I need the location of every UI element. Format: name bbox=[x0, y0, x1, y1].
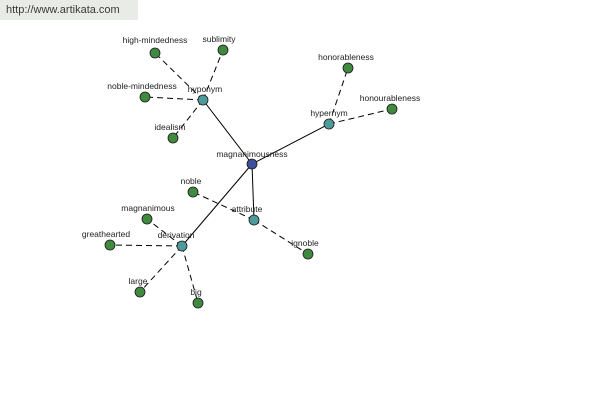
term-node-ignoble[interactable] bbox=[302, 248, 314, 260]
term-label-magnanimous[interactable]: magnanimous bbox=[121, 203, 174, 213]
term-node-big[interactable] bbox=[192, 297, 204, 309]
center-label-magnanimousness[interactable]: magnanimousness bbox=[216, 149, 287, 159]
term-node-honorableness[interactable] bbox=[342, 62, 354, 74]
labels-layer: magnanimousness hyponym high-mindedness sub… bbox=[82, 34, 420, 297]
edge-derivation-to-magnanimous bbox=[146, 218, 183, 247]
term-label-big[interactable]: big bbox=[190, 287, 202, 297]
term-label-idealism[interactable]: idealism bbox=[154, 122, 185, 132]
edge-hyponym-to-high-mindedness bbox=[154, 52, 204, 101]
edge-center-to-derivation bbox=[181, 163, 253, 247]
term-label-ignoble[interactable]: ignoble bbox=[291, 238, 319, 248]
term-node-noble[interactable] bbox=[187, 186, 199, 198]
edge-center-to-hyponym bbox=[202, 99, 253, 165]
term-node-greathearted[interactable] bbox=[104, 239, 116, 251]
relation-node-hypernym[interactable] bbox=[323, 118, 335, 130]
term-label-noble-mindedness[interactable]: noble-mindedness bbox=[107, 81, 176, 91]
edge-hyponym-to-noble-mindedness bbox=[144, 96, 204, 101]
edge-derivation-to-greathearted bbox=[109, 244, 183, 247]
term-label-honourableness[interactable]: honourableness bbox=[360, 93, 421, 103]
relation-node-derivation[interactable] bbox=[176, 240, 188, 252]
term-node-high-mindedness[interactable] bbox=[149, 47, 161, 59]
term-node-magnanimous[interactable] bbox=[141, 213, 153, 225]
term-node-sublimity[interactable] bbox=[217, 44, 229, 56]
edge-derivation-to-large bbox=[139, 245, 183, 293]
term-node-honourableness[interactable] bbox=[386, 103, 398, 115]
nodes-layer bbox=[104, 44, 398, 309]
term-node-large[interactable] bbox=[134, 286, 146, 298]
term-label-high-mindedness[interactable]: high-mindedness bbox=[123, 35, 188, 45]
relation-label-attribute[interactable]: attribute bbox=[232, 204, 263, 214]
edge-center-to-attribute bbox=[251, 163, 255, 221]
relation-label-derivation[interactable]: derivation bbox=[158, 230, 195, 240]
term-node-noble-mindedness[interactable] bbox=[139, 91, 151, 103]
term-node-idealism[interactable] bbox=[167, 132, 179, 144]
center-node-magnanimousness[interactable] bbox=[246, 158, 258, 170]
relation-node-attribute[interactable] bbox=[248, 214, 260, 226]
source-url-watermark[interactable]: http://www.artikata.com bbox=[0, 0, 138, 20]
term-label-large[interactable]: large bbox=[129, 276, 148, 286]
term-label-honorableness[interactable]: honorableness bbox=[318, 52, 374, 62]
edges-layer bbox=[109, 49, 393, 304]
edge-attribute-to-ignoble bbox=[253, 219, 309, 255]
edge-hyponym-to-sublimity bbox=[202, 49, 224, 101]
edge-hyponym-to-idealism bbox=[172, 99, 204, 139]
term-label-noble[interactable]: noble bbox=[181, 176, 202, 186]
edge-hypernym-to-honourableness bbox=[328, 108, 393, 125]
relation-label-hypernym[interactable]: hypernym bbox=[310, 108, 347, 118]
relation-node-hyponym[interactable] bbox=[197, 94, 209, 106]
term-label-sublimity[interactable]: sublimity bbox=[202, 34, 236, 44]
term-label-greathearted[interactable]: greathearted bbox=[82, 229, 130, 239]
edge-center-to-hypernym bbox=[251, 123, 330, 165]
relation-label-hyponym[interactable]: hyponym bbox=[188, 84, 223, 94]
edge-attribute-to-noble bbox=[192, 191, 255, 221]
